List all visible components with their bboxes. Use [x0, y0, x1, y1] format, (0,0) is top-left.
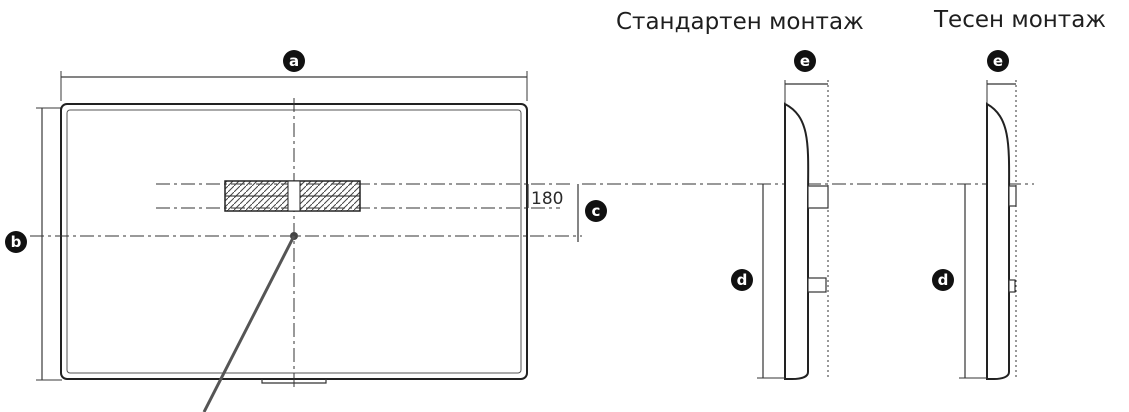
badge-d-slim-label: d: [938, 271, 949, 289]
badge-d-standard-label: d: [737, 271, 748, 289]
bracket-top-slim: [1008, 185, 1017, 207]
badge-c: c: [585, 200, 607, 222]
badge-b-label: b: [11, 233, 22, 251]
badge-e-slim: e: [987, 50, 1009, 72]
badge-e-standard: e: [794, 50, 816, 72]
standard-side-view: e d: [731, 50, 829, 380]
tv-side-profile-slim: [986, 102, 1011, 380]
dimension-180-label: 180: [531, 189, 563, 209]
slim-side-view: e d: [932, 50, 1017, 380]
pointer-line: [202, 235, 296, 412]
badge-a: a: [283, 50, 305, 72]
tv-side-profile-standard: [784, 102, 810, 380]
badge-a-label: a: [289, 52, 299, 70]
badge-e-standard-label: e: [800, 52, 810, 70]
bracket-bottom-standard: [807, 277, 827, 293]
badge-b: b: [5, 231, 27, 253]
bracket-top-standard: [807, 185, 829, 209]
badge-d-slim: d: [932, 269, 954, 291]
bracket-bottom-slim: [1008, 279, 1016, 293]
slim-mount-title: Тесен монтаж: [934, 7, 1107, 33]
badge-e-slim-label: e: [993, 52, 1003, 70]
badge-c-label: c: [592, 202, 601, 220]
front-view: a b: [5, 50, 1034, 412]
vesa-mount-plate: [224, 180, 361, 212]
badge-d-standard: d: [731, 269, 753, 291]
standard-mount-title: Стандартен монтаж: [616, 9, 864, 35]
